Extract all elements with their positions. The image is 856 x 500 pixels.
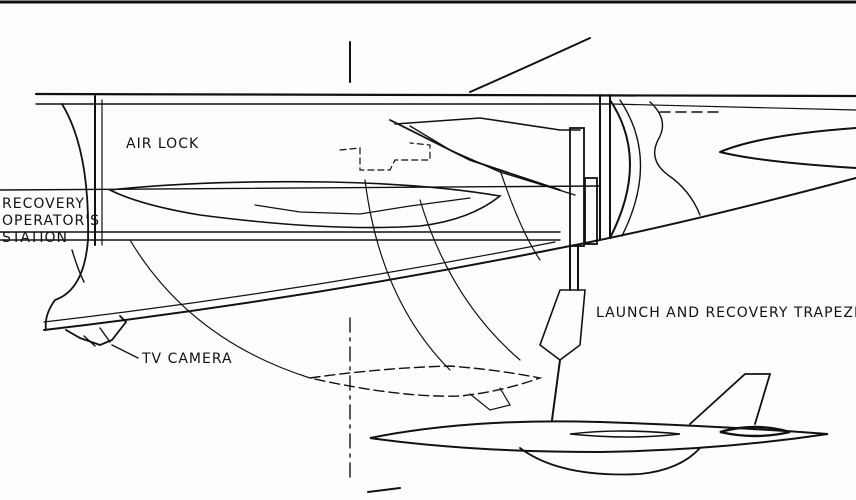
fairing-curve [609, 99, 631, 239]
trapeze-hook [551, 359, 561, 421]
camera-detail [83, 327, 111, 347]
stowed-tail [339, 142, 431, 171]
tv-camera-leader [111, 344, 139, 359]
stowed-aircraft [107, 180, 502, 229]
arm-upper-3 [409, 125, 576, 196]
air-lock-label: AIR LOCK [126, 136, 200, 152]
arc-4 [499, 169, 541, 261]
fuselage-bottom-inner [43, 241, 556, 323]
recovery-station-label-1: RECOVERY [2, 196, 85, 212]
fairing-curve-inner [619, 99, 642, 237]
parasite-fin [689, 373, 772, 425]
trapeze-ext-frame [539, 289, 586, 361]
nose-outline [44, 103, 90, 331]
trapeze-label: LAUNCH AND RECOVERY TRAPEZE [596, 305, 856, 321]
fuselage-top-right [611, 103, 856, 111]
fuselage-top-line [34, 92, 856, 98]
arc-2 [364, 179, 451, 371]
nose-detail [71, 249, 85, 283]
recovery-station-label-2: OPERATOR'S [2, 213, 100, 229]
mid-aircraft-fin [469, 387, 511, 411]
parasite-canopy [569, 430, 681, 438]
wing-edge-top [469, 37, 591, 93]
camera-bracket [65, 315, 128, 346]
break-line [649, 101, 701, 216]
arc-3 [419, 199, 521, 361]
arm-upper [389, 119, 561, 191]
trapeze-mast-2 [584, 177, 598, 245]
parasite-aircraft [369, 420, 829, 454]
mid-aircraft [309, 365, 543, 397]
parasite-belly [519, 447, 701, 476]
recovery-station-label-3: STATION [2, 230, 69, 246]
tick-mark-bottom [367, 487, 401, 493]
tv-camera-label: TV CAMERA [142, 351, 233, 367]
stowed-detail [254, 197, 471, 215]
trapeze-mast [569, 127, 585, 247]
wing-section [719, 127, 856, 169]
ref-line-1 [0, 185, 601, 191]
arc-1 [129, 239, 311, 379]
parasite-intake [719, 425, 791, 438]
arm-upper-2 [394, 117, 581, 131]
